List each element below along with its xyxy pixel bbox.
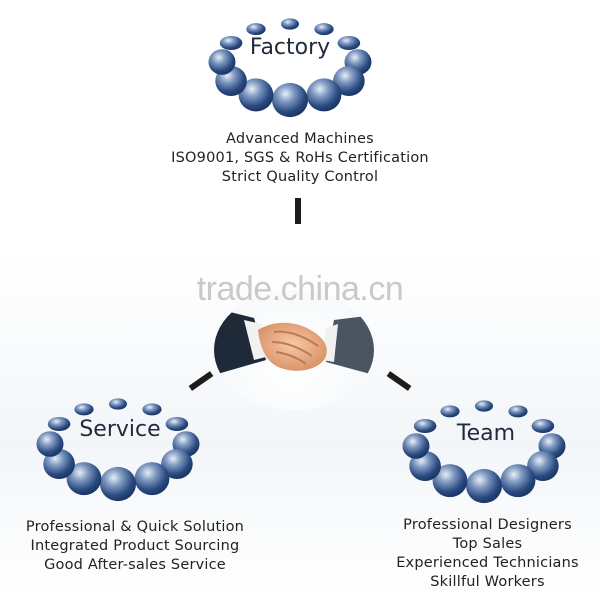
factory-ring [208, 18, 372, 118]
bubble [337, 36, 361, 50]
team-label: Team [456, 421, 516, 446]
bubble [219, 36, 243, 50]
service-line: Good After-sales Service [44, 557, 226, 573]
bubble [440, 405, 460, 418]
bubble [246, 23, 266, 36]
handshake-icon [214, 308, 374, 375]
bubble [281, 18, 299, 30]
bubble [306, 78, 342, 112]
bubble [142, 403, 162, 416]
factory-line: Advanced Machines [226, 131, 374, 147]
factory-line: ISO9001, SGS & RoHs Certification [171, 150, 429, 166]
bubble [475, 400, 493, 412]
bubble [531, 419, 555, 433]
service-ring [36, 398, 200, 502]
factory-label: Factory [249, 35, 331, 60]
bubble [432, 464, 468, 498]
bubble [66, 462, 102, 496]
service-line: Integrated Product Sourcing [30, 538, 240, 554]
bubble [500, 464, 536, 498]
handshake-image [214, 290, 374, 410]
bubble [208, 49, 236, 75]
service-label: Service [79, 417, 161, 442]
watermark-text: trade.china.cn [196, 270, 404, 308]
factory-description: Advanced Machines ISO9001, SGS & RoHs Ce… [140, 130, 460, 187]
bubble [402, 433, 430, 459]
bubble [47, 417, 71, 431]
bubble [36, 431, 64, 457]
bubble [333, 66, 365, 96]
bubble [413, 419, 437, 433]
bubble [466, 468, 502, 504]
team-line: Professional Designers [403, 517, 572, 533]
factory-line: Strict Quality Control [221, 169, 379, 185]
team-line: Top Sales [452, 536, 523, 552]
bubble [161, 449, 193, 479]
bubble [272, 82, 308, 118]
bubble [238, 78, 274, 112]
team-description: Professional Designers Top Sales Experie… [380, 516, 595, 592]
team-line: Skillful Workers [430, 574, 545, 590]
factory-connector [295, 198, 301, 224]
bubble [165, 417, 189, 431]
bubble [100, 466, 136, 502]
team-ring [402, 400, 566, 504]
bubble [527, 451, 559, 481]
team-line: Experienced Technicians [396, 555, 579, 571]
bubble [508, 405, 528, 418]
bubble [74, 403, 94, 416]
bubble [134, 462, 170, 496]
service-description: Professional & Quick Solution Integrated… [10, 518, 260, 575]
bubble [314, 23, 334, 36]
bubble [109, 398, 127, 410]
service-line: Professional & Quick Solution [25, 519, 245, 535]
